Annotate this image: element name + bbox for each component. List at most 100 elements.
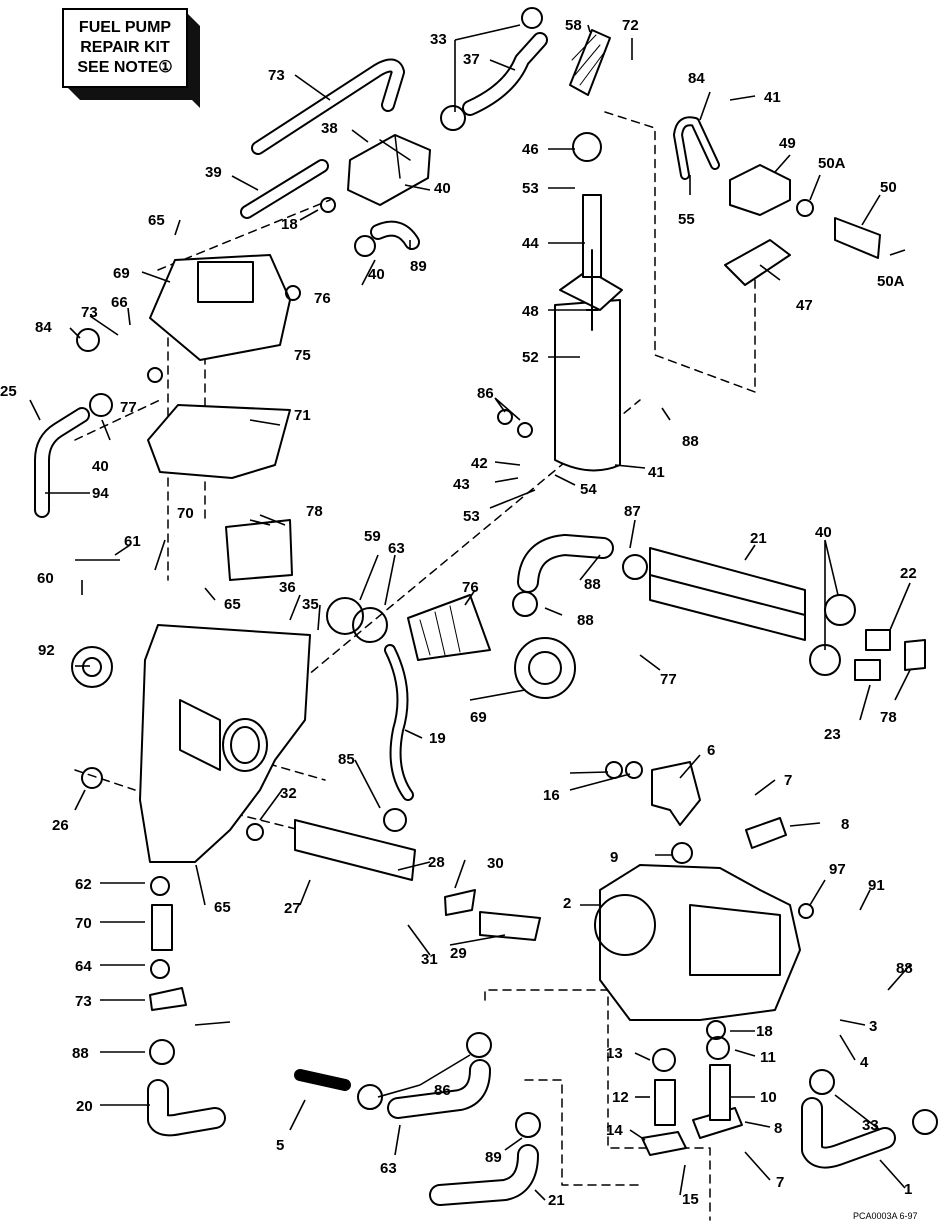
callout: 36 xyxy=(279,579,296,596)
sensor-79 xyxy=(225,519,293,581)
note-line-1: FUEL PUMP xyxy=(78,19,172,36)
callout: 54 xyxy=(580,481,597,498)
callout: 76 xyxy=(462,579,479,596)
filter-75 xyxy=(407,594,491,661)
clamp-88-lower xyxy=(515,1112,541,1138)
callout: 39 xyxy=(205,164,222,181)
clamp-88-upper xyxy=(622,554,648,580)
callout: 63 xyxy=(380,1160,397,1177)
callout: 44 xyxy=(522,235,539,252)
callout: 73 xyxy=(268,67,285,84)
plate-74 xyxy=(149,987,187,1011)
callout: 29 xyxy=(450,945,467,962)
fitting-71 xyxy=(151,904,173,951)
hose-58 xyxy=(387,1059,491,1119)
figure-code: PCA0003A 6-97 xyxy=(853,1211,918,1221)
callout: 5 xyxy=(276,1137,284,1154)
callout: 32 xyxy=(280,785,297,802)
hose-82 xyxy=(251,58,405,155)
callout: 69 xyxy=(470,709,487,726)
callout: 33 xyxy=(430,31,447,48)
o-ring-11 xyxy=(706,1036,730,1060)
callout: 85 xyxy=(338,751,355,768)
callout: 28 xyxy=(428,854,445,871)
hose-20-upper xyxy=(147,1079,226,1137)
clamp-33 xyxy=(440,105,466,131)
clamp-33-right xyxy=(912,1109,938,1135)
callout: 38 xyxy=(321,120,338,137)
callout: 40 xyxy=(434,180,451,197)
o-ring-86b xyxy=(517,422,533,438)
fuel-pump-26 xyxy=(294,819,416,881)
sleeve-22 xyxy=(865,629,891,651)
note-line-3: SEE NOTE① xyxy=(77,59,173,76)
callout-labels: 33 37 58 72 73 38 39 40 18 65 89 40 69 7… xyxy=(0,17,917,1209)
callout: 30 xyxy=(487,855,504,872)
callout: 78 xyxy=(306,503,323,520)
hose-39 xyxy=(240,159,329,219)
hose-19 xyxy=(384,644,414,801)
callout: 21 xyxy=(548,1192,565,1209)
o-ring-77 xyxy=(285,285,301,301)
callout: 13 xyxy=(606,1045,623,1062)
fitting-10 xyxy=(709,1064,731,1121)
callout: 70 xyxy=(75,915,92,932)
leader-lines xyxy=(29,24,911,1201)
hose-91 xyxy=(517,534,614,593)
fitting-12 xyxy=(654,1079,676,1126)
clamp-88-mid xyxy=(512,591,538,617)
clamp-85 xyxy=(466,1032,492,1058)
callout: 76 xyxy=(314,290,331,307)
o-ring-16a xyxy=(605,761,623,779)
hose-1 xyxy=(801,1097,896,1169)
callout: 33 xyxy=(862,1117,879,1134)
callout: 58 xyxy=(565,17,582,34)
callout: 25 xyxy=(0,383,17,400)
float-chamber-41 xyxy=(554,299,621,472)
vent-valve-49 xyxy=(729,164,791,216)
callout: 50A xyxy=(877,273,905,290)
hose-36 xyxy=(462,32,548,116)
callout: 55 xyxy=(678,211,695,228)
callout: 4 xyxy=(860,1054,869,1071)
callout: 15 xyxy=(682,1191,699,1208)
hose-89 xyxy=(673,116,720,180)
callout: 40 xyxy=(815,524,832,541)
callout: 20 xyxy=(76,1098,93,1115)
callout: 84 xyxy=(35,319,52,336)
throttle-body-2 xyxy=(599,864,801,1021)
clip-27 xyxy=(81,767,103,789)
callout: 1 xyxy=(904,1181,912,1198)
callout: 69 xyxy=(113,265,130,282)
clamp-84-lower xyxy=(383,808,407,832)
callout: 40 xyxy=(368,266,385,283)
o-ring-77b xyxy=(147,367,163,383)
callout: 65 xyxy=(214,899,231,916)
callout: 42 xyxy=(471,455,488,472)
o-ring-51 xyxy=(796,199,814,217)
o-ring-9 xyxy=(671,842,693,864)
seal-60 xyxy=(326,597,364,635)
callout: 49 xyxy=(779,135,796,152)
o-ring-86a xyxy=(497,409,513,425)
callout: 62 xyxy=(75,876,92,893)
seal-64 xyxy=(352,607,388,643)
callout: 89 xyxy=(485,1149,502,1166)
callout: 71 xyxy=(294,407,311,424)
callout: 52 xyxy=(522,349,539,366)
o-ring-65 xyxy=(150,959,170,979)
callout: 72 xyxy=(622,17,639,34)
callout: 86 xyxy=(434,1082,451,1099)
callout: 64 xyxy=(75,958,92,975)
callout: 26 xyxy=(52,817,69,834)
callout: 88 xyxy=(577,612,594,629)
clamp-33-top xyxy=(521,7,543,29)
callout: 18 xyxy=(281,216,298,233)
callout: 77 xyxy=(120,399,137,416)
clamp-33-lower xyxy=(809,1069,835,1095)
callout: 78 xyxy=(880,709,897,726)
hose-96 xyxy=(370,220,420,250)
callout: 88 xyxy=(72,1045,89,1062)
